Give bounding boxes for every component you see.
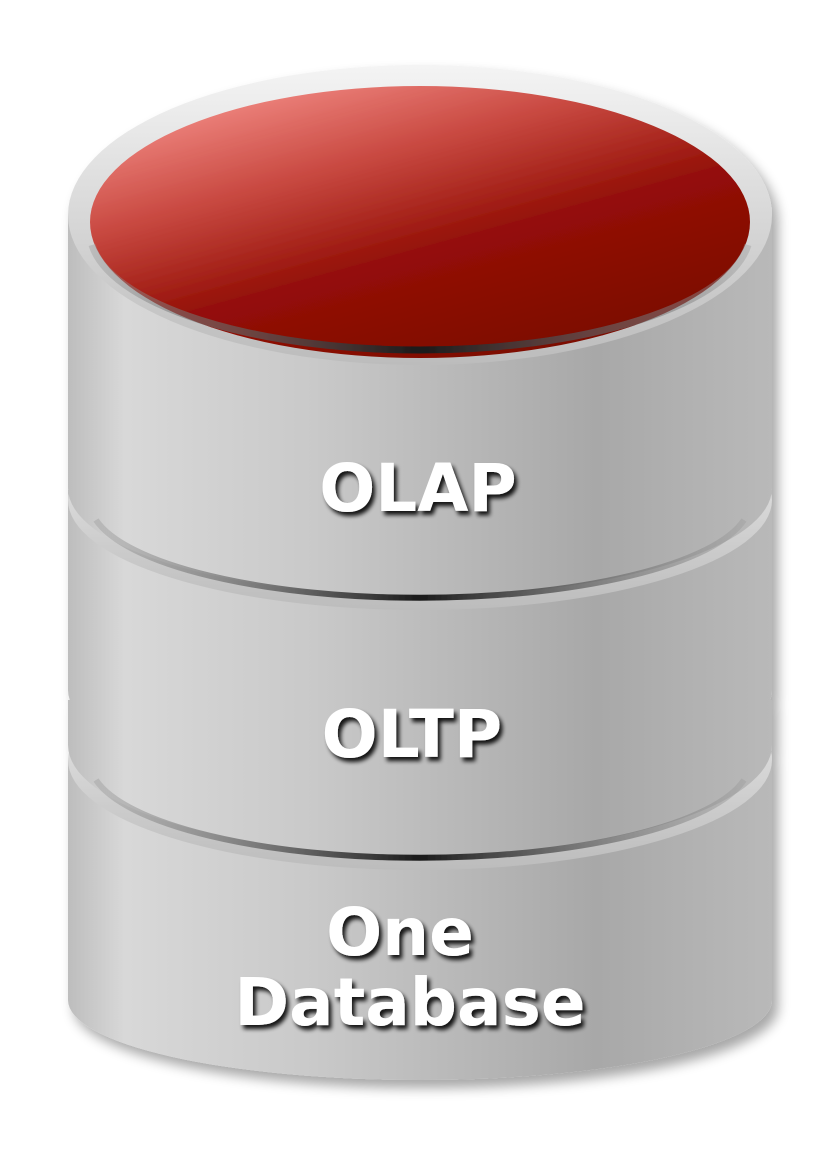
label-one: One (326, 894, 474, 971)
top-red-disk (90, 86, 750, 358)
label-database: Database (234, 964, 585, 1041)
layer-olap (68, 65, 772, 530)
label-olap: OLAP (319, 450, 517, 527)
label-oltp: OLTP (322, 696, 503, 773)
